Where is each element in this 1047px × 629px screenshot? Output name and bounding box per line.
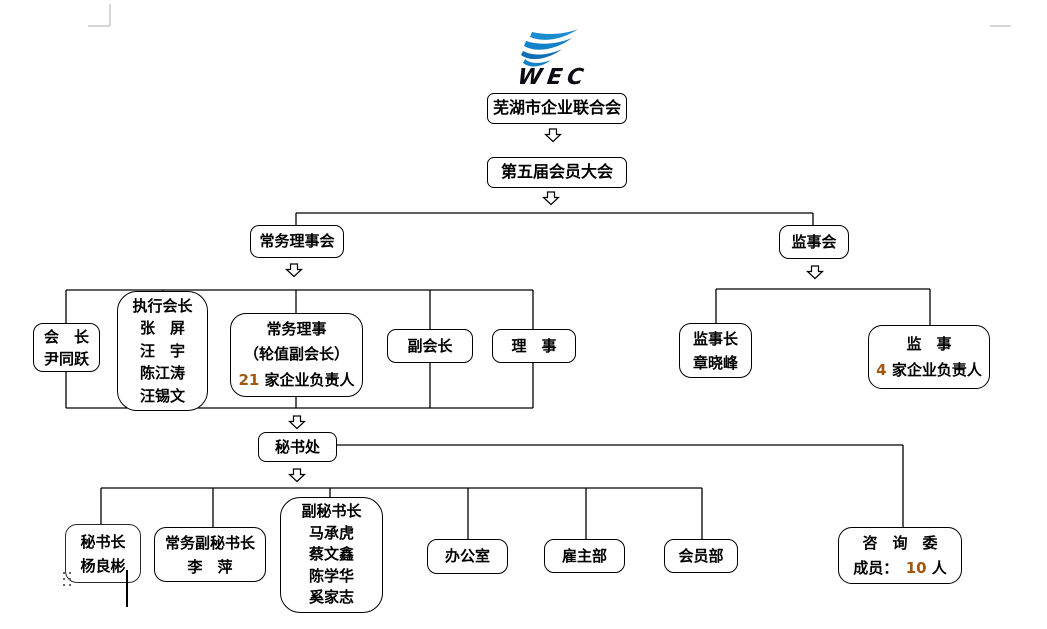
count-value: 21 [238,370,260,389]
node-directors[interactable]: 理 事 [492,329,576,363]
node-executive-deputy-secretary-general[interactable]: 常务副秘书长 李 萍 [154,527,266,582]
anchor-dot [63,584,65,586]
node-line: 秘书长 [80,532,126,551]
down-arrow-icon [543,128,563,143]
wec-logo: WEC [498,26,608,90]
node-line: 常务副秘书长 [164,533,255,552]
node-employer-dept[interactable]: 雇主部 [544,539,625,573]
anchor-dot [63,572,65,574]
logo-text: WEC [516,65,591,90]
count-suffix: 家企业负责人 [886,361,982,379]
count-suffix: 人 [926,558,947,577]
cursor-tick [126,570,128,607]
node-line: 成员： 10 人 [839,556,961,581]
node-label: 常务理事会 [259,232,335,250]
down-arrow-icon [805,265,825,280]
logo-swirl-icon [521,29,578,67]
node-line: 蔡文鑫 [308,545,354,564]
node-membership-dept[interactable]: 会员部 [664,539,738,573]
node-supervisors[interactable]: 监 事 4 家企业负责人 [868,325,990,389]
node-line: 杨良彬 [80,556,126,575]
node-president[interactable]: 会 长 尹同跃 [33,323,100,372]
node-office[interactable]: 办公室 [427,539,508,574]
count-value: 10 [905,558,927,577]
node-line: 监事长 [692,329,738,348]
node-line: 章晓峰 [692,353,738,372]
node-label: 第五届会员大会 [500,162,613,182]
down-arrow-icon [541,191,561,206]
anchor-dot [69,578,71,580]
node-chief-supervisor[interactable]: 监事长 章晓峰 [679,323,752,378]
node-label: 办公室 [444,547,490,565]
node-label: 会员部 [678,546,724,565]
node-label: 理 事 [511,336,557,355]
node-line: 陈江涛 [139,364,185,383]
node-line: 马承虎 [308,523,354,542]
down-arrow-icon [284,263,304,278]
node-label: 监事会 [791,232,837,251]
node-line: 4 家企业负责人 [869,357,989,383]
node-line: 咨 询 委 [862,533,938,552]
node-line: 会 长 [43,327,89,346]
node-label: 副会长 [407,336,453,355]
count-value: 4 [876,361,887,379]
node-line: 执行会长 [132,296,193,315]
node-secretary-general[interactable]: 秘书长 杨良彬 [65,524,141,583]
node-line: 汪 宇 [139,341,185,360]
count-suffix: 家企业负责人 [259,370,355,389]
node-line: 张 屏 [139,319,185,338]
members-prefix: 成员： [853,558,906,577]
node-member-congress[interactable]: 第五届会员大会 [487,157,627,188]
anchor-dot [69,572,71,574]
node-line: 尹同跃 [43,349,89,368]
node-label: 芜湖市企业联合会 [492,98,621,118]
node-line: 21 家企业负责人 [231,368,362,394]
node-line: 奚家志 [308,588,354,607]
node-federation[interactable]: 芜湖市企业联合会 [487,93,627,124]
node-deputy-secretaries-general[interactable]: 副秘书长 马承虎 蔡文鑫 陈学华 奚家志 [280,497,383,613]
node-label: 秘书处 [274,437,320,456]
node-executive-presidents[interactable]: 执行会长 张 屏 汪 宇 陈江涛 汪锡文 [117,291,208,411]
node-line: 监 事 [906,335,952,353]
node-standing-directors[interactable]: 常务理事 （轮值副会长） 21 家企业负责人 [230,313,363,397]
anchor-dot [69,584,71,586]
anchor-dot [63,578,65,580]
node-label: 雇主部 [561,546,607,565]
node-line: 常务理事 [266,319,327,338]
node-line: （轮值副会长） [243,345,349,364]
node-line: 李 萍 [187,557,233,576]
node-vice-president[interactable]: 副会长 [387,329,473,363]
node-line: 汪锡文 [139,386,185,405]
node-standing-council[interactable]: 常务理事会 [250,225,344,258]
node-advisory-committee[interactable]: 咨 询 委 成员： 10 人 [838,527,962,584]
node-line: 副秘书长 [301,502,362,521]
node-line: 陈学华 [308,566,354,585]
node-secretariat[interactable]: 秘书处 [258,432,337,462]
node-supervisory-board[interactable]: 监事会 [779,225,849,259]
page-margin-marks [88,4,1011,27]
down-arrow-icon [287,468,307,483]
down-arrow-icon [287,415,307,430]
